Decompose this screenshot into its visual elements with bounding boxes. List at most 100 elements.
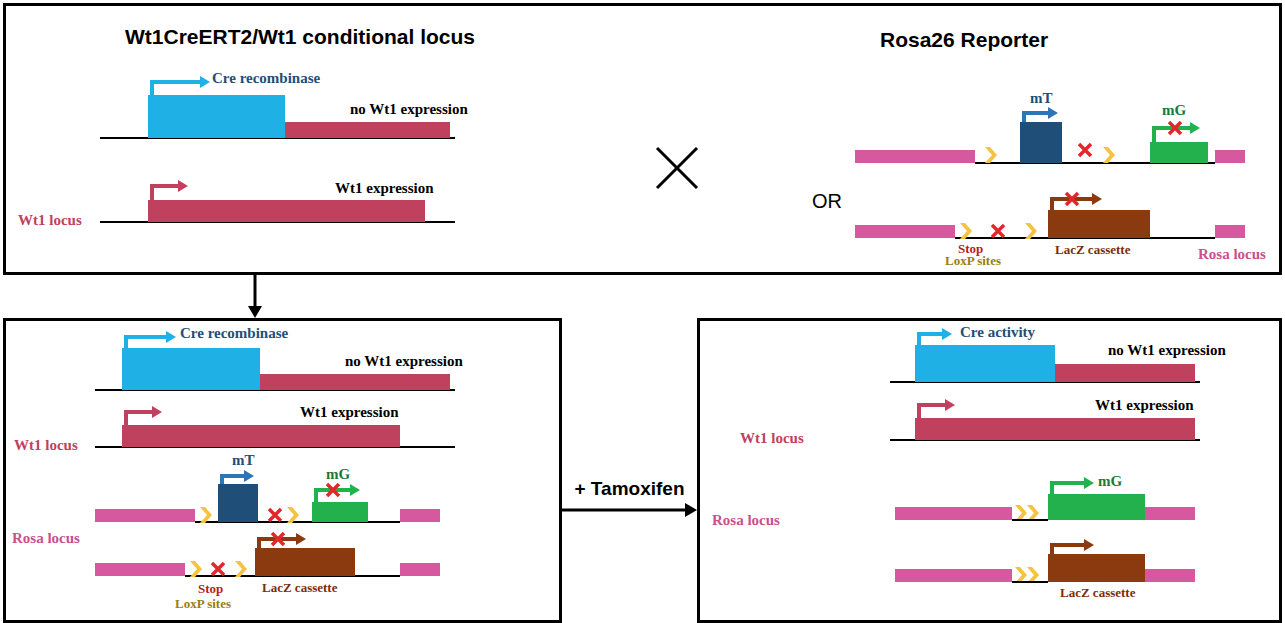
cre-allele-part xyxy=(285,122,450,138)
mtmg-reporter-part xyxy=(1024,113,1048,122)
mtmg-reporter-part xyxy=(222,476,244,484)
arrow-head xyxy=(248,306,262,318)
gene-label: mT xyxy=(232,452,255,469)
wt1-allele-part xyxy=(919,405,945,418)
lacz-reporter-part xyxy=(1215,225,1245,238)
lacz-reporter-part xyxy=(212,563,224,575)
edge-label: + Tamoxifen xyxy=(572,478,688,500)
expression-label: no Wt1 expression xyxy=(350,101,468,118)
recombined-lacz-part xyxy=(1015,567,1027,583)
recombined-lacz-part xyxy=(1048,554,1145,582)
lacz-reporter-part xyxy=(1048,210,1150,238)
lacz-reporter-part xyxy=(190,561,202,577)
locus-label: Rosa locus xyxy=(712,512,780,529)
mtmg-reporter-part xyxy=(1103,147,1115,163)
wt1-allele-part xyxy=(126,412,152,425)
mtmg-reporter-part xyxy=(327,484,339,496)
expression-label: Wt1 expression xyxy=(1095,397,1193,414)
arrow-line xyxy=(254,275,257,308)
gene-label: Cre recombinase xyxy=(180,325,288,342)
mtmg-reporter xyxy=(855,107,1245,163)
lacz-reporter-part xyxy=(1066,193,1078,205)
recombined-mg xyxy=(895,477,1195,521)
gene-label: mT xyxy=(1030,90,1053,107)
stop-label: Stop xyxy=(198,582,223,597)
mtmg-reporter-part xyxy=(218,484,258,522)
mtmg-reporter-part xyxy=(1150,142,1208,163)
mtmg-reporter-part xyxy=(400,509,440,522)
locus-label: Wt1 locus xyxy=(18,212,82,229)
panel-box: Wt1CreERT2/Wt1 conditional locus Rosa26 R… xyxy=(3,3,1282,275)
cre-allele-part xyxy=(200,76,210,88)
mtmg-reporter-part xyxy=(1169,122,1181,134)
mtmg-reporter-part xyxy=(287,507,299,523)
mtmg-reporter-part xyxy=(95,509,195,522)
wt1-allele xyxy=(100,180,455,222)
wt1-allele-part xyxy=(915,418,1195,440)
cross-symbol xyxy=(657,148,697,188)
cre-allele-part xyxy=(915,345,1055,382)
flow-arrow xyxy=(248,275,262,318)
mtmg-reporter xyxy=(95,470,440,523)
panel-title: Wt1CreERT2/Wt1 conditional locus xyxy=(125,25,475,49)
recombined-lacz-part xyxy=(1145,569,1195,582)
cre-allele-part xyxy=(1055,364,1195,382)
locus-label: Rosa locus xyxy=(12,530,80,547)
gene-label: LacZ cassette xyxy=(1055,243,1130,258)
lacz-reporter-part xyxy=(992,225,1004,237)
gene-label: mG xyxy=(1162,102,1186,119)
cre-allele-part xyxy=(942,328,952,340)
expression-label: no Wt1 expression xyxy=(1108,342,1226,359)
gene-label: LacZ cassette xyxy=(262,581,337,596)
mtmg-reporter-part xyxy=(350,484,360,496)
recombined-lacz-part xyxy=(1027,567,1039,583)
lacz-reporter-part xyxy=(95,563,185,576)
wt1-allele-part xyxy=(122,425,400,447)
mtmg-reporter-part xyxy=(1190,122,1200,134)
flow-arrow xyxy=(562,503,697,517)
cre-allele-part xyxy=(260,374,450,390)
arrow-line xyxy=(562,509,687,512)
recombined-mg-part xyxy=(1145,507,1195,520)
wt1-allele-part xyxy=(945,399,955,411)
cre-allele-part xyxy=(152,82,200,95)
gene-label: mG xyxy=(1098,473,1122,490)
gene-label: LacZ cassette xyxy=(1060,586,1135,601)
lacz-reporter-part xyxy=(255,548,355,576)
or-label: OR xyxy=(812,190,842,213)
lacz-reporter-part xyxy=(855,225,955,238)
lacz-reporter-part xyxy=(272,533,284,545)
locus-label: Wt1 locus xyxy=(14,437,78,454)
mtmg-reporter-part xyxy=(985,147,997,163)
panel-title: Rosa26 Reporter xyxy=(880,28,1048,52)
lacz-reporter-part xyxy=(400,563,440,576)
wt1-allele-part xyxy=(152,186,178,200)
recombined-mg-part xyxy=(895,507,1012,520)
locus-label: Wt1 locus xyxy=(740,430,804,447)
cre-allele-part xyxy=(148,95,285,138)
gene-label: Cre recombinase xyxy=(212,70,320,87)
mtmg-reporter-part xyxy=(200,507,212,523)
lacz-reporter-part xyxy=(296,533,306,545)
cre-allele-part xyxy=(126,337,166,348)
recombined-mg-part xyxy=(1015,505,1027,521)
panel-box: Cre recombinaseno Wt1 expressionWt1 locu… xyxy=(3,318,562,623)
lacz-reporter-part xyxy=(235,561,247,577)
mtmg-reporter-part xyxy=(1079,144,1091,156)
lacz-reporter-part xyxy=(1092,193,1102,205)
recombined-mg-part xyxy=(1048,494,1145,520)
expression-label: Wt1 expression xyxy=(300,404,398,421)
gene-label: Cre activity xyxy=(960,324,1035,341)
cre-allele-part xyxy=(166,331,176,343)
cross-symbol-part xyxy=(657,148,697,188)
panel-box: Cre activity no Wt1 expressionWt1 locus Wt… xyxy=(697,318,1282,623)
mtmg-reporter-part xyxy=(855,150,975,163)
recombined-mg-part xyxy=(1052,483,1084,494)
recombined-lacz-part xyxy=(1012,581,1048,583)
loxp-label: LoxP sites xyxy=(175,597,231,612)
mtmg-reporter-part xyxy=(1048,107,1058,119)
recombined-mg-part xyxy=(1027,505,1039,521)
recombined-mg-part xyxy=(1084,477,1094,489)
mtmg-reporter-part xyxy=(269,509,281,521)
